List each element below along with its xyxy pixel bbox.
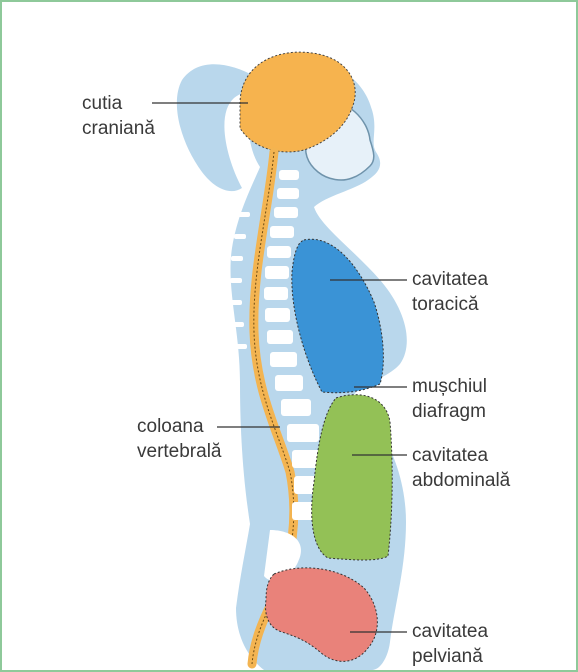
label-line: diafragm [412, 399, 487, 424]
label-thoracic-cavity: cavitatea toracică [412, 267, 488, 317]
label-line: coloana [137, 414, 222, 439]
label-line: abdominală [412, 468, 510, 493]
label-line: pelviană [412, 644, 488, 669]
label-cranial-cavity: cutia craniană [82, 91, 155, 141]
label-line: cavitatea [412, 443, 510, 468]
label-line: cavitatea [412, 267, 488, 292]
label-diaphragm: mușchiul diafragm [412, 374, 487, 424]
label-spine: coloana vertebrală [137, 414, 222, 464]
label-line: toracică [412, 292, 488, 317]
label-line: mușchiul [412, 374, 487, 399]
label-abdominal-cavity: cavitatea abdominală [412, 443, 510, 493]
label-line: cutia [82, 91, 155, 116]
label-line: cavitatea [412, 619, 488, 644]
label-line: craniană [82, 116, 155, 141]
label-line: vertebrală [137, 439, 222, 464]
label-pelvic-cavity: cavitatea pelviană [412, 619, 488, 669]
